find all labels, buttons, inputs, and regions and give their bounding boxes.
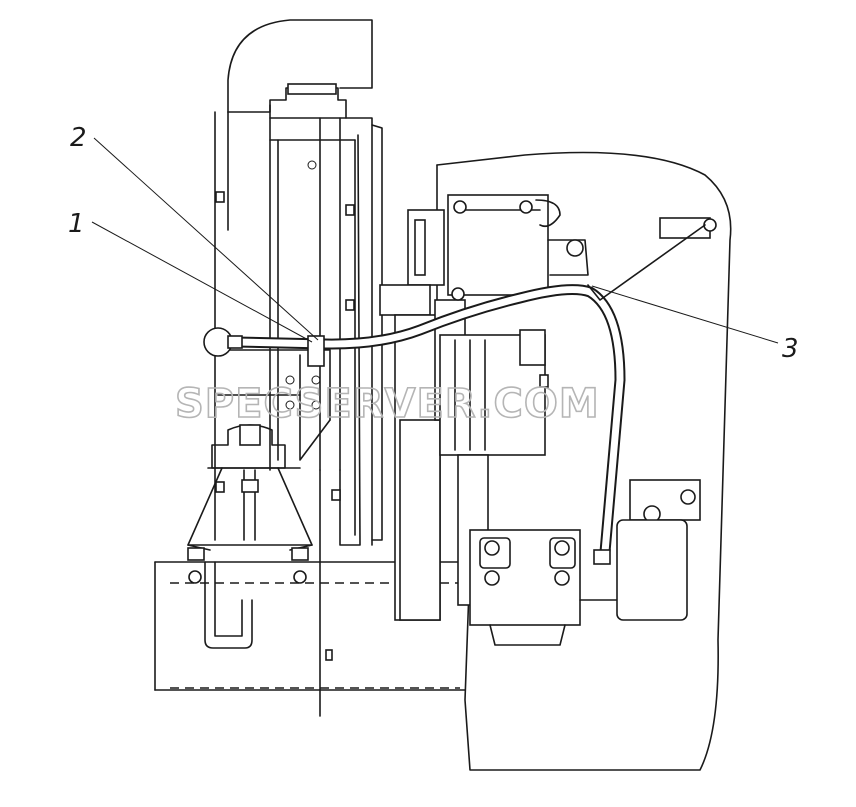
radiator-assembly [214, 19, 383, 717]
leader-lines [91, 137, 779, 344]
compressor-unit [447, 194, 589, 301]
alternator [439, 329, 549, 456]
hose [203, 224, 706, 565]
engine-mount [187, 424, 313, 649]
watermark: SPECSERVER.COM [175, 381, 600, 427]
callout-2: 2 [70, 123, 87, 153]
lower-block [457, 454, 621, 646]
callout-3: 3 [782, 334, 799, 364]
filter-unit [616, 479, 701, 621]
callout-1: 1 [68, 209, 85, 239]
